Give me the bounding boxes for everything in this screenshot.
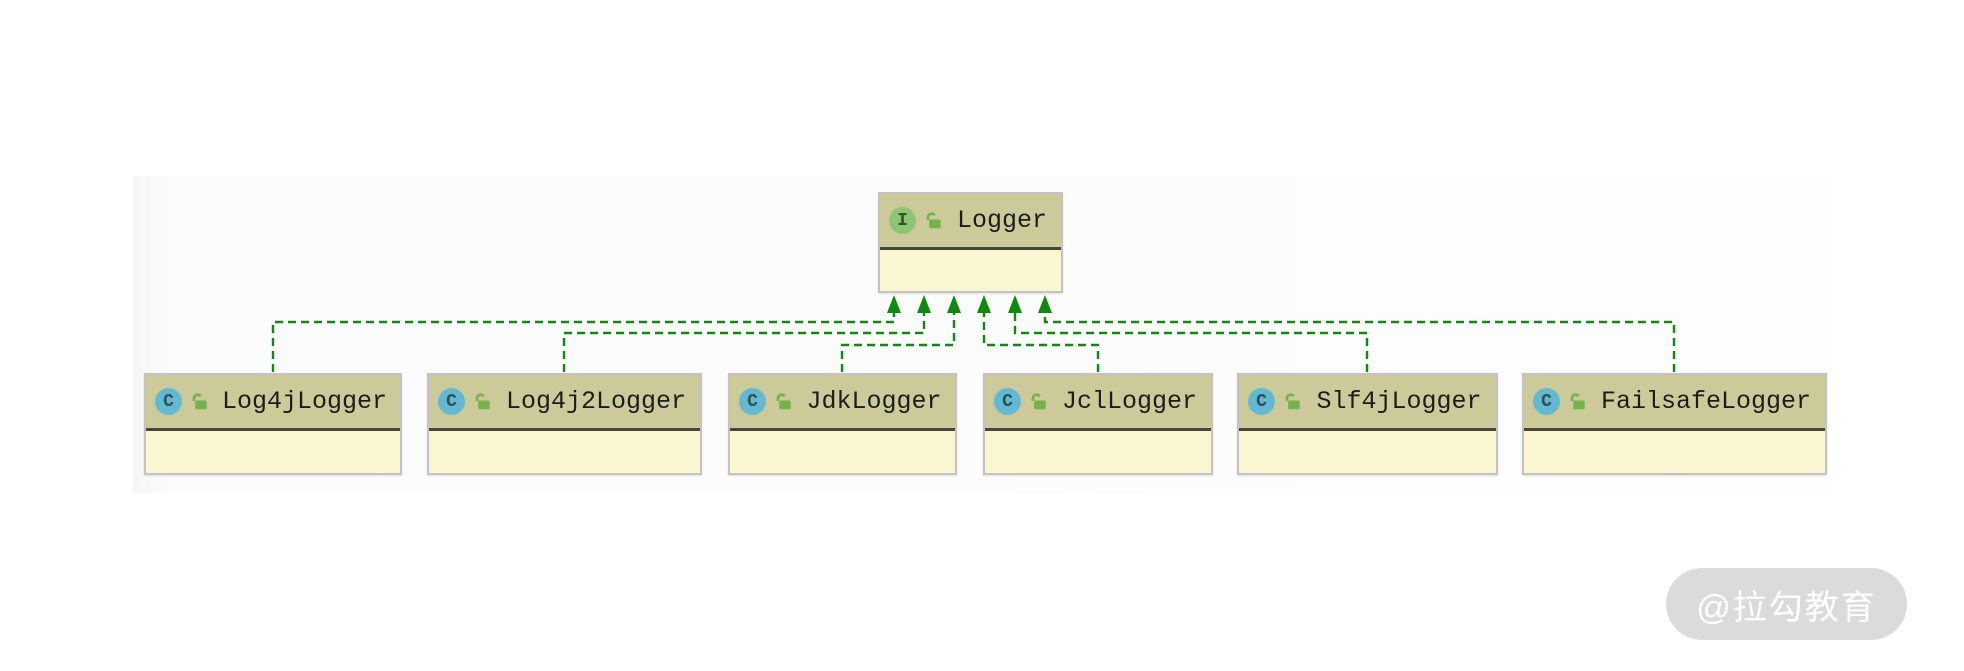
interface-icon: I bbox=[889, 207, 916, 234]
class-node-jdklogger[interactable]: C JdkLogger bbox=[728, 373, 957, 475]
arrowhead-icon bbox=[887, 295, 901, 313]
node-header: C Log4j2Logger bbox=[429, 375, 700, 431]
class-name-label: Log4j2Logger bbox=[505, 387, 687, 416]
class-name-label: JclLogger bbox=[1061, 387, 1198, 416]
class-icon: C bbox=[1248, 388, 1275, 415]
class-name-label: Log4jLogger bbox=[221, 387, 388, 416]
open-lock-icon bbox=[192, 393, 207, 410]
open-lock-icon bbox=[776, 393, 791, 410]
arrowhead-icon bbox=[917, 295, 931, 313]
open-lock-icon bbox=[475, 393, 490, 410]
node-header: I Logger bbox=[880, 194, 1061, 250]
interface-name-label: Logger bbox=[956, 206, 1047, 235]
edge-realization-log4j2logger bbox=[562, 295, 931, 372]
class-icon: C bbox=[994, 388, 1021, 415]
arrowhead-icon bbox=[1038, 295, 1052, 313]
edge-realization-slf4jlogger bbox=[1008, 295, 1369, 372]
interface-node-logger[interactable]: I Logger bbox=[878, 192, 1063, 293]
class-node-log4jlogger[interactable]: C Log4jLogger bbox=[144, 373, 402, 475]
class-node-slf4jlogger[interactable]: C Slf4jLogger bbox=[1237, 373, 1498, 475]
open-lock-icon bbox=[926, 212, 941, 229]
open-lock-icon bbox=[1570, 393, 1585, 410]
class-icon: C bbox=[739, 388, 766, 415]
open-lock-icon bbox=[1031, 393, 1046, 410]
class-name-label: JdkLogger bbox=[806, 387, 942, 416]
arrowhead-icon bbox=[947, 295, 961, 313]
watermark-badge: @拉勾教育 bbox=[1666, 568, 1907, 640]
class-node-failsafelogger[interactable]: C FailsafeLogger bbox=[1522, 373, 1827, 475]
class-icon: C bbox=[1533, 388, 1560, 415]
arrowhead-icon bbox=[977, 295, 991, 313]
class-node-jcllogger[interactable]: C JclLogger bbox=[983, 373, 1213, 475]
edge-realization-jdklogger bbox=[840, 295, 961, 372]
edge-realization-jcllogger bbox=[977, 295, 1100, 372]
open-lock-icon bbox=[1285, 393, 1300, 410]
node-header: C Slf4jLogger bbox=[1239, 375, 1496, 431]
class-node-log4j2logger[interactable]: C Log4j2Logger bbox=[427, 373, 702, 475]
edge-realization-failsafelogger bbox=[1038, 295, 1676, 372]
node-header: C Log4jLogger bbox=[146, 375, 400, 431]
edge-realization-log4jlogger bbox=[271, 295, 901, 372]
node-header: C FailsafeLogger bbox=[1524, 375, 1825, 431]
class-name-label: Slf4jLogger bbox=[1316, 387, 1482, 416]
arrowhead-icon bbox=[1008, 295, 1022, 313]
class-icon: C bbox=[155, 388, 182, 415]
node-header: C JclLogger bbox=[985, 375, 1211, 431]
class-icon: C bbox=[438, 388, 465, 415]
node-header: C JdkLogger bbox=[730, 375, 955, 431]
class-name-label: FailsafeLogger bbox=[1600, 387, 1812, 416]
